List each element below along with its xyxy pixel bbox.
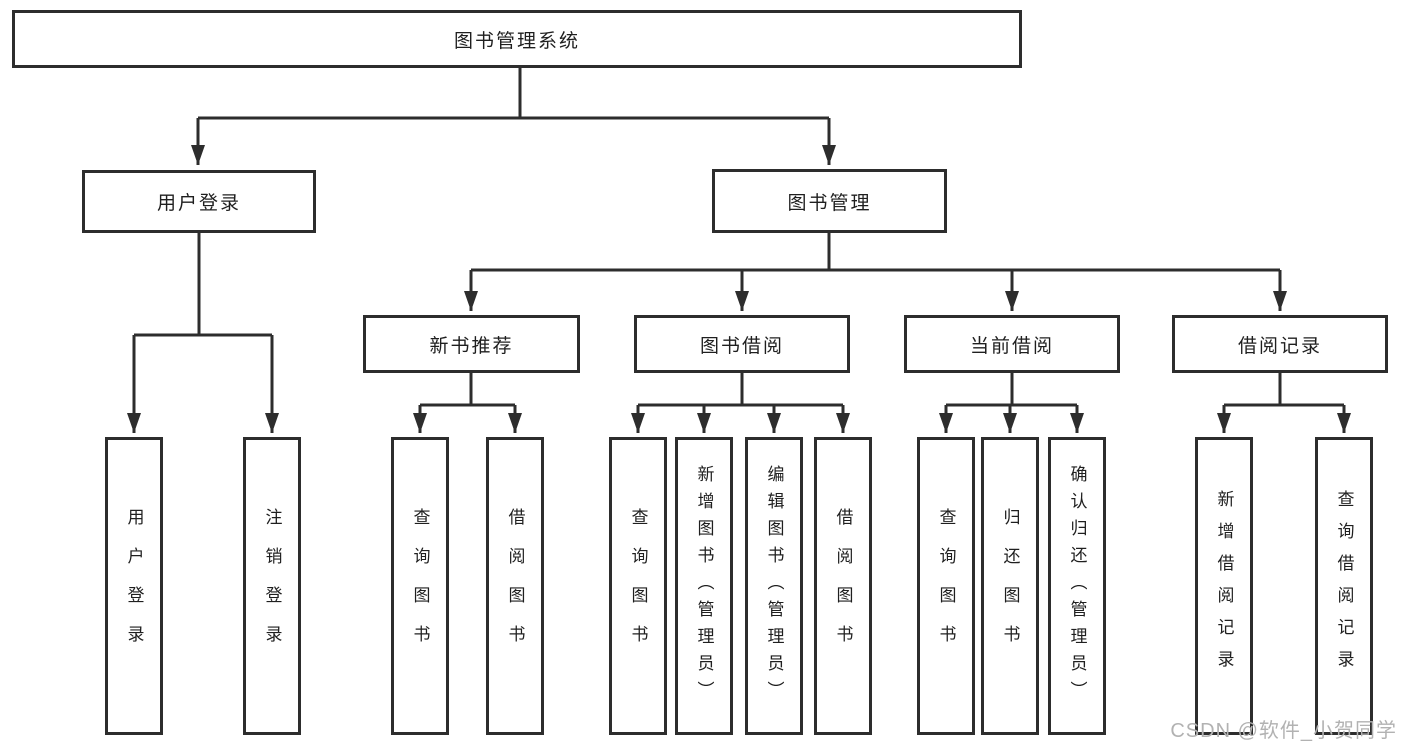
leaf-add-borrow-record: 新增借阅记录 [1195, 437, 1253, 735]
leaf-borrow-books-recommend: 借阅图书 [486, 437, 544, 735]
leaf-query-borrow-record: 查询借阅记录 [1315, 437, 1373, 735]
node-book-borrowing: 图书借阅 [634, 315, 850, 373]
node-new-book-recommendation: 新书推荐 [363, 315, 580, 373]
node-user-login: 用户登录 [82, 170, 316, 233]
leaf-return-books: 归还图书 [981, 437, 1039, 735]
leaf-query-books-borrowing: 查询图书 [609, 437, 667, 735]
leaf-query-books-recommend: 查询图书 [391, 437, 449, 735]
leaf-user-login: 用户登录 [105, 437, 163, 735]
leaf-edit-books-admin: 编辑图书（管理员） [745, 437, 803, 735]
leaf-query-books-current: 查询图书 [917, 437, 975, 735]
leaf-borrow-books: 借阅图书 [814, 437, 872, 735]
leaf-confirm-return-admin: 确认归还（管理员） [1048, 437, 1106, 735]
node-current-borrowing: 当前借阅 [904, 315, 1120, 373]
node-borrowing-records: 借阅记录 [1172, 315, 1388, 373]
node-book-management: 图书管理 [712, 169, 947, 233]
csdn-watermark: CSDN @软件_小贺同学 [1170, 720, 1397, 742]
leaf-logout: 注销登录 [243, 437, 301, 735]
node-root: 图书管理系统 [12, 10, 1022, 68]
leaf-add-books-admin: 新增图书（管理员） [675, 437, 733, 735]
